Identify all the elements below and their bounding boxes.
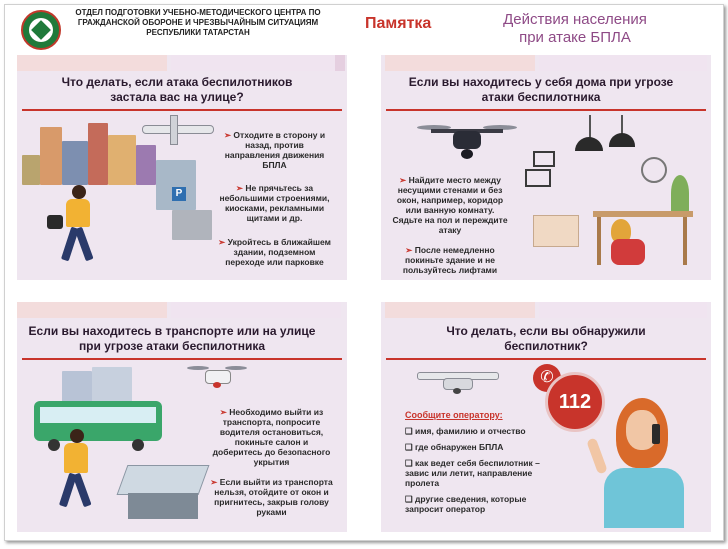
- report-heading: Сообщите оператору:: [405, 410, 503, 420]
- report-item: ❑ как ведет себя беспилотник – завис или…: [405, 458, 540, 488]
- panel-found: Что делать, если вы обнаружили беспилотн…: [381, 302, 711, 532]
- home-bullet-2: ➢ После немедленно покиньте здание и не …: [402, 245, 498, 275]
- emergency-number-badge: 112: [545, 372, 605, 432]
- transport-illustration: [22, 367, 212, 527]
- drone-icon: [417, 121, 517, 161]
- street-bullet-1: ➢ Отходите в сторону и назад, против нап…: [223, 130, 326, 170]
- airplane-drone-icon: [142, 115, 214, 145]
- panel-street: Что делать, если атака беспилотников зас…: [17, 55, 347, 280]
- transport-bullet-1: ➢ Необходимо выйти из транспорта, попрос…: [212, 407, 331, 467]
- report-items: ❑ имя, фамилию и отчество ❑ где обнаруже…: [405, 426, 545, 514]
- panel-home-title: Если вы находитесь у себя дома при угроз…: [408, 75, 674, 104]
- panel-home: Если вы находитесь у себя дома при угроз…: [381, 55, 711, 280]
- street-bullet-2: ➢ Не прячьтесь за небольшими строениями,…: [219, 183, 330, 223]
- airplane-drone-icon: [417, 364, 499, 394]
- divider: [22, 358, 342, 360]
- home-bullet-1: ➢ Найдите место между несущими стенами и…: [392, 175, 508, 235]
- memo-label: Памятка: [365, 15, 432, 32]
- page-title: Действия населения при атаке БПЛА: [475, 11, 675, 47]
- divider: [22, 109, 342, 111]
- panel-found-title: Что делать, если вы обнаружили беспилотн…: [446, 324, 646, 353]
- report-item: ❑ где обнаружен БПЛА: [405, 442, 504, 452]
- drone-icon: [187, 364, 247, 390]
- title-line-1: Действия населения: [503, 11, 647, 28]
- emergency-number: 112: [558, 391, 592, 413]
- panel-transport-title: Если вы находитесь в транспорте или на у…: [28, 324, 316, 353]
- report-item: ❑ другие сведения, которые запросит опер…: [405, 494, 527, 514]
- memo-page: ОТДЕЛ ПОДГОТОВКИ УЧЕБНО-МЕТОДИЧЕСКОГО ЦЕ…: [4, 4, 724, 541]
- panel-transport: Если вы находитесь в транспорте или на у…: [17, 302, 347, 532]
- title-line-2: при атаке БПЛА: [519, 29, 631, 46]
- organization-name: ОТДЕЛ ПОДГОТОВКИ УЧЕБНО-МЕТОДИЧЕСКОГО ЦЕ…: [75, 8, 321, 37]
- room-illustration: [511, 115, 706, 275]
- report-item: ❑ имя, фамилию и отчество: [405, 426, 526, 436]
- emblem-icon: [21, 10, 61, 50]
- city-illustration: P: [22, 115, 214, 275]
- street-bullet-3: ➢ Укройтесь в ближайшем здании, подземно…: [218, 237, 331, 267]
- parking-icon: P: [172, 187, 186, 201]
- woman-illustration: [586, 398, 701, 528]
- divider: [386, 358, 706, 360]
- divider: [386, 109, 706, 111]
- panel-street-title: Что делать, если атака беспилотников зас…: [61, 75, 293, 104]
- transport-bullet-2: ➢ Если выйти из транспорта нельзя, отойд…: [210, 477, 333, 517]
